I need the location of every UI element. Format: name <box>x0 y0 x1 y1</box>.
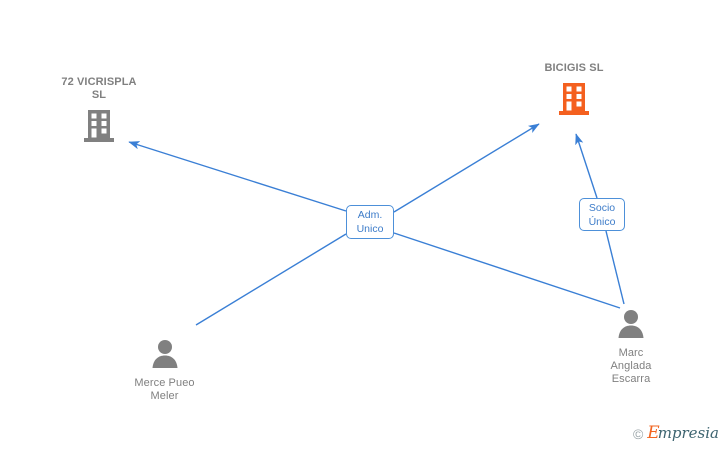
relation-box-adm-unico[interactable]: Adm. Unico <box>346 205 394 239</box>
relation-box-socio-unico[interactable]: Socio Único <box>579 198 625 231</box>
relation-box-socio-unico-label: Socio Único <box>588 201 616 228</box>
edge-adm-to-vicrispla <box>128 141 347 212</box>
node-label-merce-pueo-meler: Merce Pueo Meler <box>134 377 195 402</box>
copyright-icon: © <box>632 425 644 442</box>
edge-adm-to-bicigis <box>393 123 540 213</box>
node-label-marc-anglada-escarra: Marc Anglada Escarra <box>610 347 652 385</box>
node-company-bicigis[interactable]: BICIGIS SL <box>520 62 628 121</box>
watermark-brand-rest: mpresia <box>657 424 719 442</box>
watermark-brand: Empresia <box>647 425 719 442</box>
node-company-vicrispla[interactable]: 72 VICRISPLA SL <box>56 76 142 148</box>
building-icon[interactable] <box>83 109 115 143</box>
node-person-merce-pueo-meler[interactable]: Merce Pueo Meler <box>112 338 217 403</box>
edge-socio-to-bicigis <box>575 133 598 199</box>
watermark-brand-initial: E <box>647 423 660 443</box>
node-label-vicrispla: 72 VICRISPLA SL <box>61 76 137 101</box>
node-person-marc-anglada-escarra[interactable]: Marc Anglada Escarra <box>592 308 670 386</box>
node-label-bicigis: BICIGIS SL <box>544 62 604 74</box>
building-icon[interactable] <box>558 82 590 116</box>
person-icon[interactable] <box>150 338 180 368</box>
watermark-empresia: © Empresia <box>633 425 719 442</box>
edge-marc-to-socio <box>605 230 625 305</box>
relation-box-adm-unico-label: Adm. Unico <box>356 209 384 235</box>
person-icon[interactable] <box>616 308 646 338</box>
edge-marc-to-adm <box>393 232 621 309</box>
edge-merce-to-adm <box>195 233 347 326</box>
